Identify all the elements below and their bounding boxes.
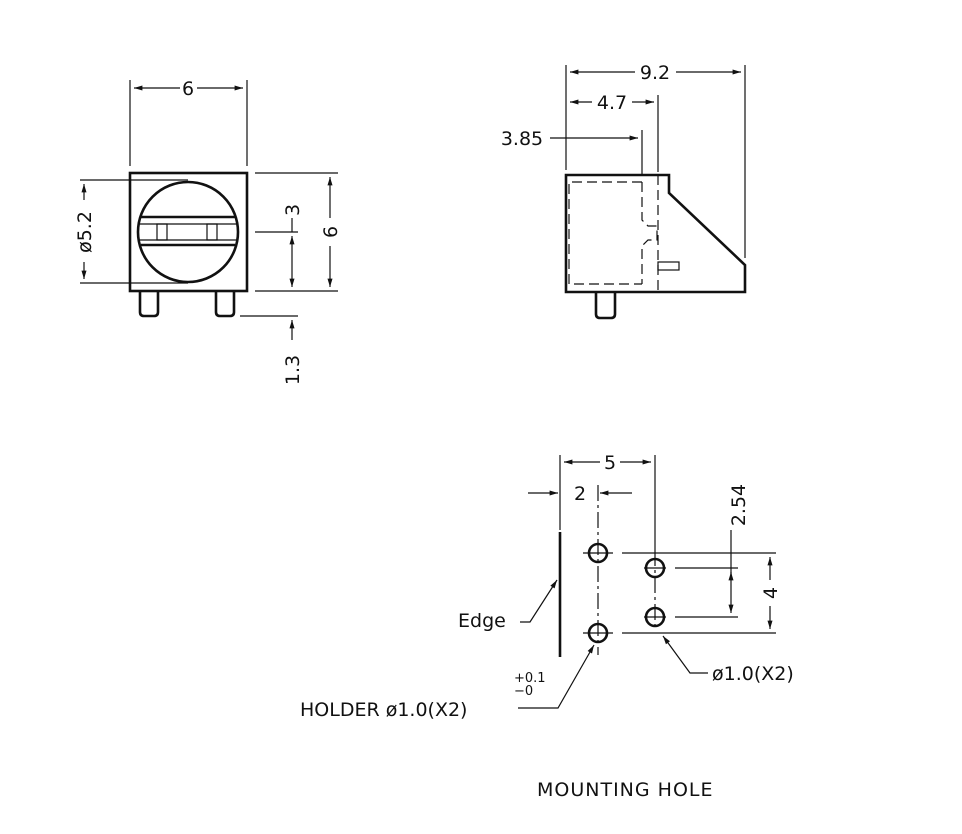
- front-body: [128, 171, 249, 293]
- front-lens-circle: [136, 180, 240, 284]
- mounting-hole-title: MOUNTING HOLE: [537, 779, 714, 801]
- front-slot: [139, 215, 237, 247]
- side-hidden-cavity: [568, 181, 642, 285]
- side-depth-dim: 9.2: [640, 62, 670, 84]
- front-view: 6 ø5.2 6 3 1.3: [74, 78, 342, 385]
- side-pin-offset-dim: 4.7: [597, 92, 627, 114]
- front-pin-left: [138, 291, 160, 318]
- tolerance-plus: +0.1: [514, 671, 546, 686]
- front-center-height-dim: 3: [282, 204, 304, 216]
- front-pin-right: [214, 291, 236, 318]
- side-body: [564, 173, 747, 294]
- side-small-pin: [657, 261, 680, 271]
- side-pin: [594, 292, 617, 320]
- side-view: 9.2 4.7 3.85: [501, 62, 747, 320]
- front-width-dim: 6: [182, 78, 194, 100]
- mount-pin-pitch-dim: 2.54: [728, 484, 750, 526]
- front-diameter-dim: ø5.2: [74, 211, 96, 253]
- tolerance-minus: −0: [514, 684, 533, 699]
- holder-label: HOLDER ø1.0(X2): [300, 699, 467, 721]
- pin-holes: [644, 557, 666, 628]
- mount-holder-pitch-dim: 4: [760, 587, 782, 599]
- edge-label: Edge: [458, 610, 506, 632]
- pin-hole-label: ø1.0(X2): [712, 663, 794, 685]
- front-height-dim: 6: [320, 226, 342, 238]
- mount-spacing-dim: 5: [604, 452, 616, 474]
- side-inner-depth-dim: 3.85: [501, 128, 543, 150]
- holder-holes: [583, 542, 613, 644]
- mount-edge-offset-dim: 2: [574, 483, 586, 505]
- mounting-hole-view: 5 2 4 2.54 Edge ø1.0(X2) HOLDER ø1.0(X2)…: [300, 452, 794, 801]
- front-pin-length-dim: 1.3: [282, 355, 304, 385]
